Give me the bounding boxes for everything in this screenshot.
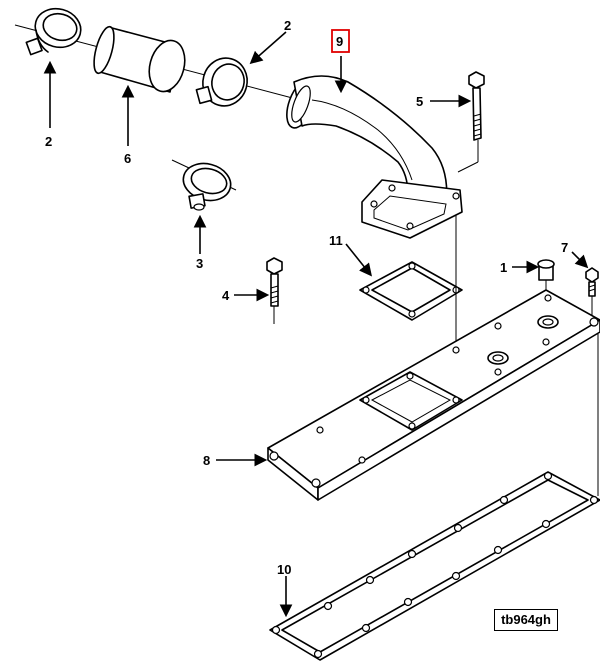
screw-7 [585, 267, 599, 318]
callout-1: 1 [500, 260, 507, 275]
plug-1 [537, 259, 555, 298]
callout-10: 10 [277, 562, 291, 577]
callout-2a: 2 [45, 134, 52, 149]
callout-8: 8 [203, 453, 210, 468]
hose-sleeve [93, 25, 186, 93]
callout-9-highlight-box [331, 29, 350, 53]
bolt-4 [266, 257, 283, 324]
callout-7: 7 [561, 240, 568, 255]
gasket-11 [359, 261, 463, 321]
gasket-10 [269, 471, 600, 661]
cover-plate [267, 289, 600, 501]
bolt-5 [457, 71, 485, 173]
air-elbow [286, 75, 463, 239]
hose-clamp-right [195, 57, 248, 107]
leader-2b [249, 31, 287, 65]
callout-4: 4 [222, 288, 230, 303]
callout-6: 6 [124, 151, 131, 166]
callout-11: 11 [329, 233, 343, 248]
hose-clamp-left [25, 7, 82, 56]
leader-11 [345, 243, 372, 277]
leader-7 [571, 251, 589, 269]
hose-clamp-lower [171, 159, 237, 211]
callout-3: 3 [196, 256, 203, 271]
callout-5: 5 [416, 94, 423, 109]
callout-9: 9 [336, 34, 343, 49]
figure-reference-code: tb964gh [494, 609, 558, 631]
callout-2b: 2 [284, 18, 291, 33]
